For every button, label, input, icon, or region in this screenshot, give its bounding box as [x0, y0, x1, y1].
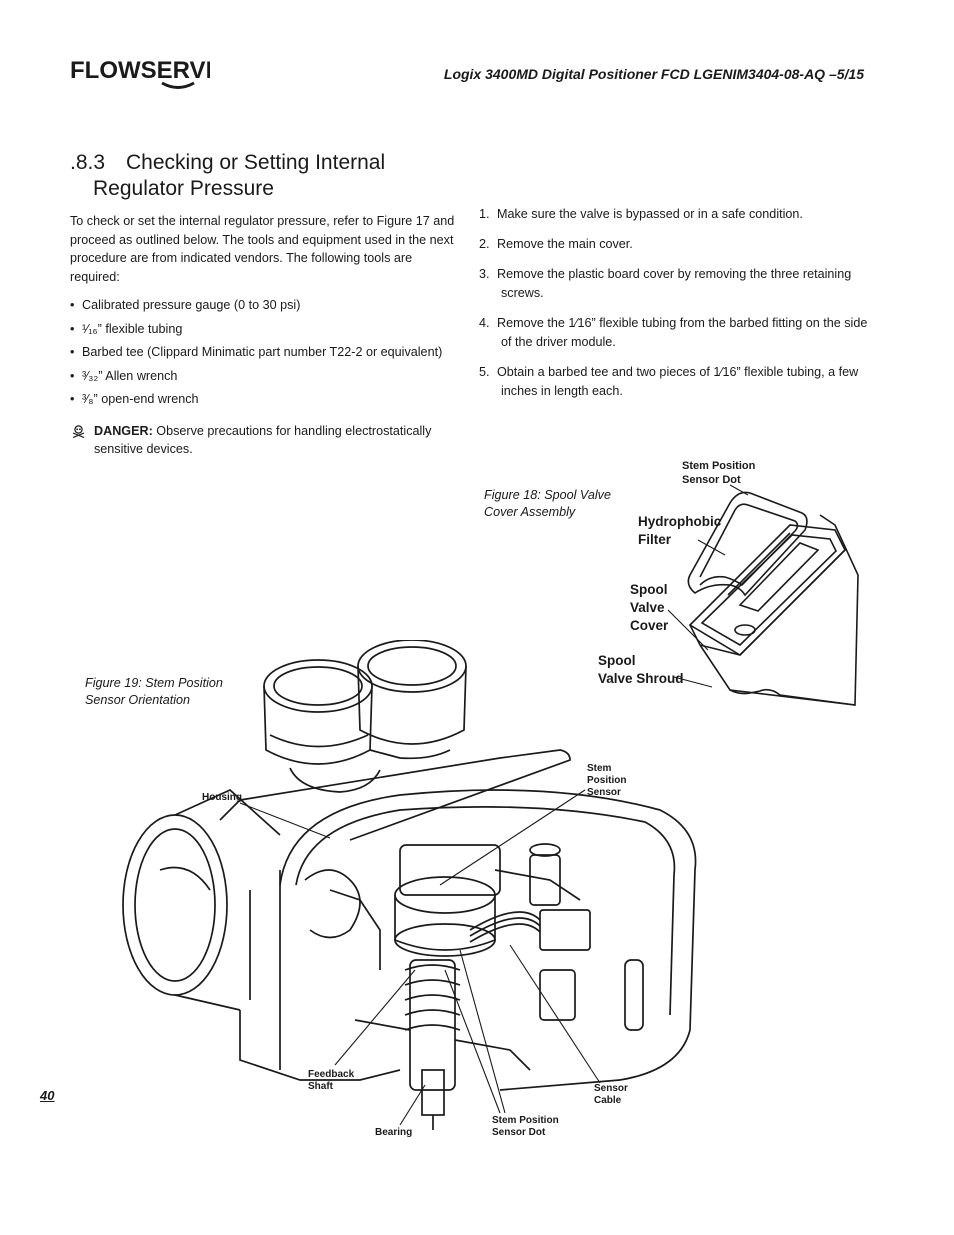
page-number: 40: [40, 1088, 55, 1103]
document-title: Logix 3400MD Digital Positioner FCD LGEN…: [443, 66, 864, 82]
list-item: Barbed tee (Clippard Minimatic part numb…: [70, 344, 460, 360]
tools-list: Calibrated pressure gauge (0 to 30 psi) …: [70, 297, 460, 415]
figure-19-caption: Figure 19: Stem Position Sensor Orientat…: [85, 676, 223, 707]
figure-18-spool-valve-cover: Stem Position Sensor Dot Hydrophobic Fil…: [598, 460, 859, 706]
label-bearing: Bearing: [375, 1127, 412, 1138]
label-stem-position-sensor-dot: Stem Position: [682, 460, 756, 472]
list-item: ³⁄₈” open-end wrench: [70, 391, 460, 407]
danger-label: DANGER:: [94, 424, 153, 438]
section-title-line2: Regulator Pressure: [93, 177, 274, 200]
svg-text:Valve: Valve: [630, 600, 665, 615]
list-item: ¹⁄₁₆” flexible tubing: [70, 321, 460, 337]
list-item: 4.Remove the 1⁄16” flexible tubing from …: [479, 316, 868, 349]
svg-text:Shaft: Shaft: [308, 1081, 334, 1092]
svg-text:Sensor: Sensor: [587, 787, 621, 798]
logo-swoosh: [161, 81, 195, 89]
svg-text:Filter: Filter: [638, 532, 672, 547]
label-sensor-cable: Sensor: [594, 1083, 628, 1094]
label-spool-valve-shroud: Spool: [598, 653, 636, 668]
label-housing: Housing: [202, 792, 242, 803]
svg-text:Cover: Cover: [630, 618, 669, 633]
section-heading: .8.3 Checking or Setting Internal Regulat…: [70, 150, 385, 202]
section-title-line1: Checking or Setting Internal: [126, 151, 386, 174]
logo-text: FLOWSERVE: [70, 57, 210, 84]
list-item: 5.Obtain a barbed tee and two pieces of …: [479, 365, 859, 398]
svg-text:Cable: Cable: [594, 1095, 622, 1106]
logo-graphic: FLOWSERVE: [70, 57, 222, 89]
svg-text:Position: Position: [587, 775, 626, 786]
danger-notice: DANGER: Observe precautions for handling…: [70, 422, 474, 458]
label-spool-valve-cover: Spool: [630, 582, 668, 597]
svg-text:Valve Shroud: Valve Shroud: [598, 671, 684, 686]
skull-icon: [72, 425, 85, 443]
label-feedback-shaft: Feedback: [308, 1069, 355, 1080]
danger-text: Observe precautions for handling electro…: [94, 424, 432, 456]
flowserve-logo: FLOWSERVE: [70, 56, 222, 101]
figure-18-caption: Figure 18: Spool Valve Cover Assembly: [484, 488, 611, 519]
label-stem-position-sensor-dot: Stem Position: [492, 1115, 559, 1126]
section-number: .8.3: [70, 151, 106, 174]
list-item: 1.Make sure the valve is bypassed or in …: [479, 207, 803, 221]
list-item: 2.Remove the main cover.: [479, 237, 633, 251]
svg-text:Sensor Dot: Sensor Dot: [492, 1127, 546, 1138]
label-stem-position-sensor: Stem: [587, 763, 612, 774]
figure-19-stem-position-sensor: Housing Stem Position Sensor Feedback Sh…: [122, 640, 697, 1138]
list-item: Calibrated pressure gauge (0 to 30 psi): [70, 297, 460, 313]
list-item: ³⁄₃₂” Allen wrench: [70, 368, 460, 384]
label-hydrophobic-filter: Hydrophobic: [638, 514, 722, 529]
intro-paragraph: To check or set the internal regulator p…: [70, 214, 455, 284]
procedure-steps: 1.Make sure the valve is bypassed or in …: [479, 205, 879, 412]
svg-text:Sensor Dot: Sensor Dot: [682, 474, 741, 486]
list-item: 3.Remove the plastic board cover by remo…: [479, 267, 852, 300]
